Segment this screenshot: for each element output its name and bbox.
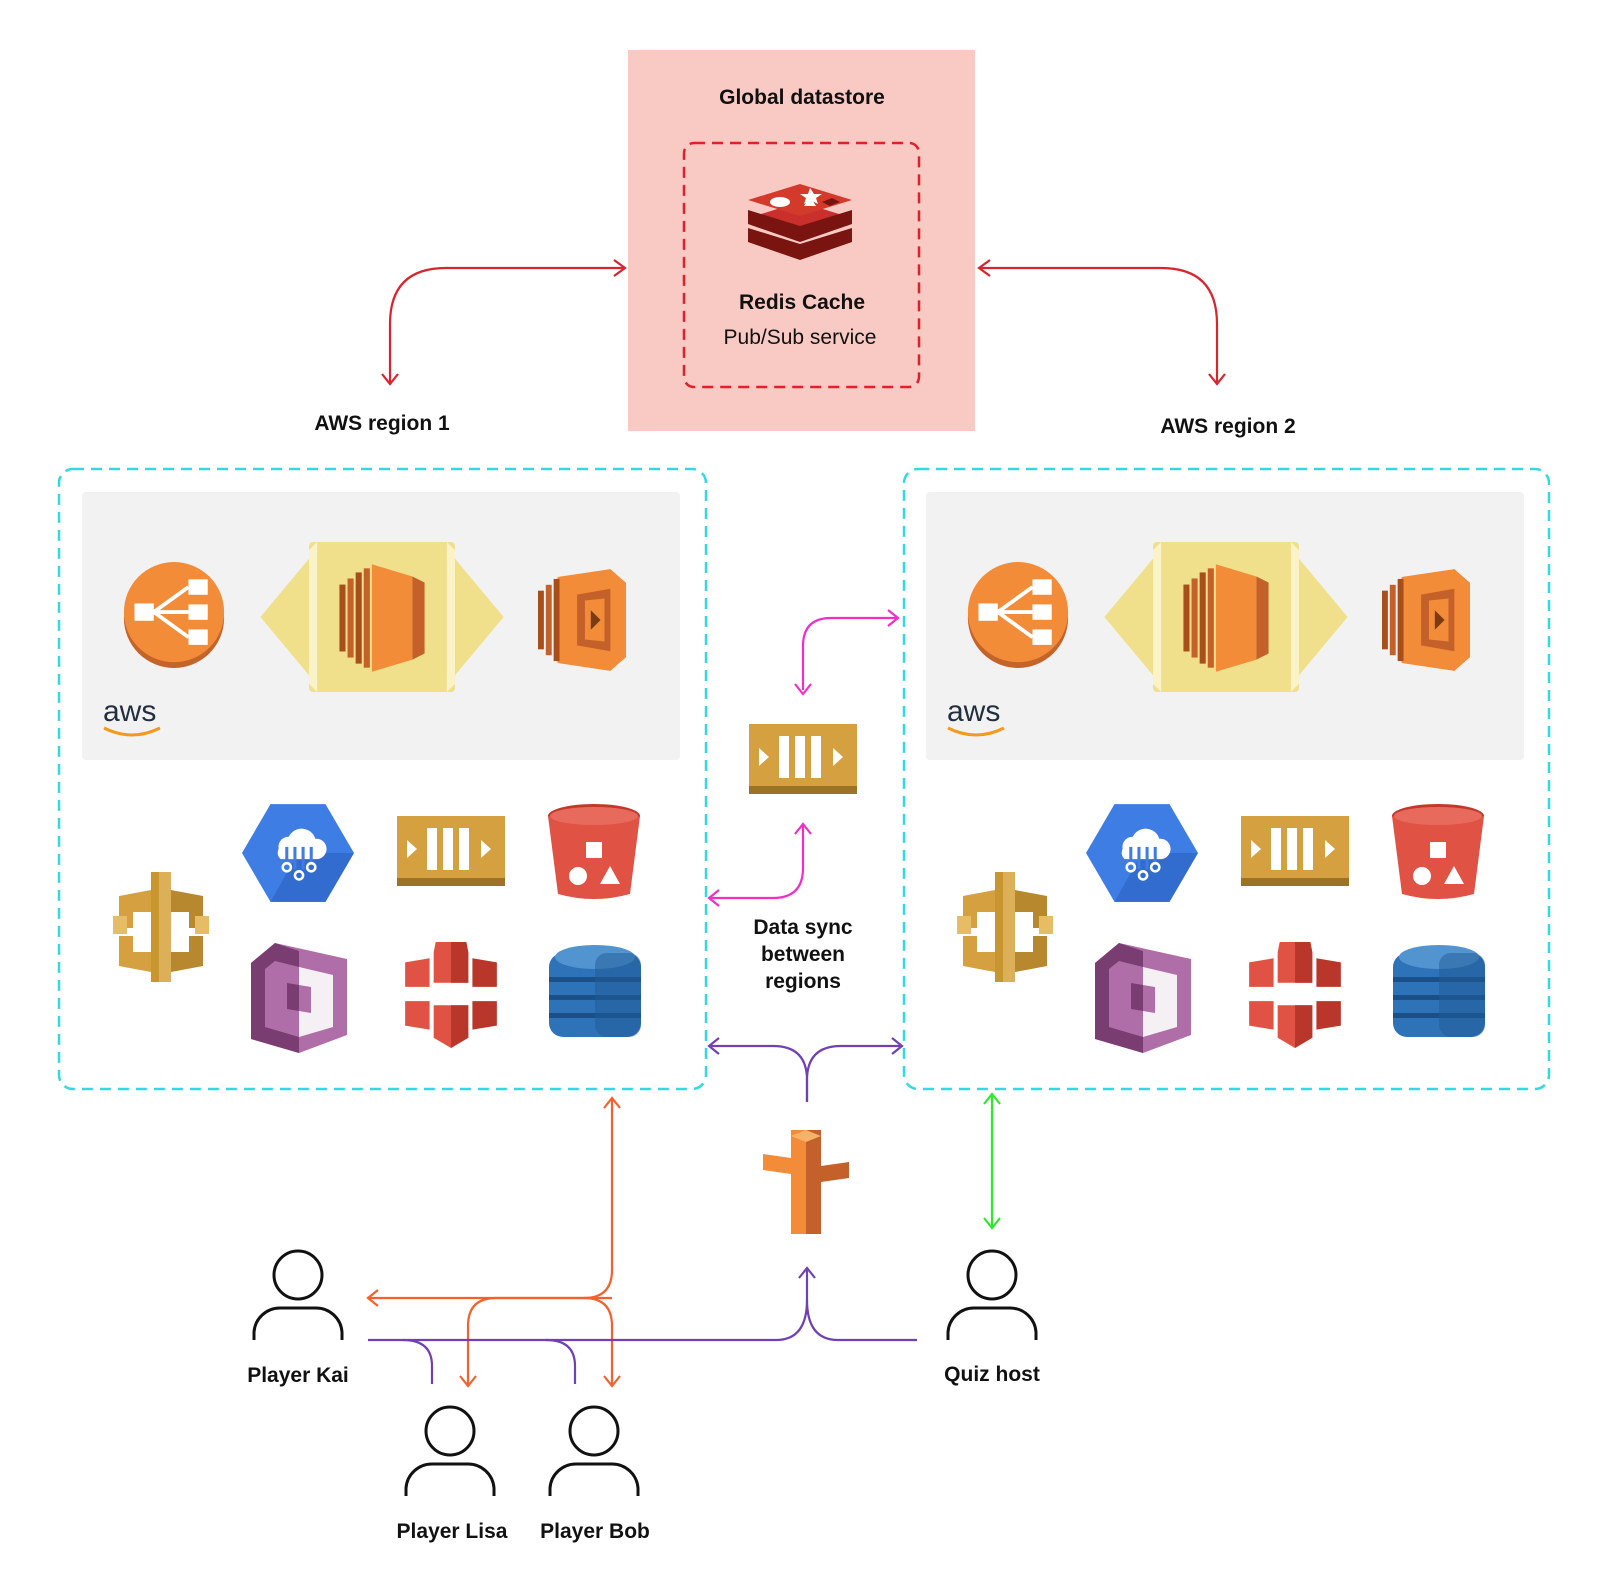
player-kai-label: Player Kai	[247, 1364, 349, 1387]
data-sync-arrows	[707, 609, 900, 907]
cognito-icon	[1095, 943, 1191, 1053]
elasticache-icon	[405, 942, 497, 1048]
routing-arrows	[707, 1037, 904, 1102]
dynamodb-icon	[549, 945, 641, 1037]
region-1-label: AWS region 1	[314, 412, 450, 435]
quiz-host-label: Quiz host	[944, 1363, 1040, 1386]
redis-cache-label: Redis Cache	[739, 291, 865, 314]
aws-smile	[103, 726, 161, 737]
s3-bucket-icon	[548, 804, 640, 899]
player-arrows	[366, 1096, 621, 1388]
load-balancer-icon	[965, 562, 1071, 668]
redis-cache-box	[682, 141, 921, 389]
cognito-icon	[251, 943, 347, 1053]
dynamodb-icon	[1393, 945, 1485, 1037]
region-1-border	[57, 467, 708, 1091]
player-lisa-avatar	[404, 1405, 496, 1498]
player-lisa-label: Player Lisa	[397, 1520, 508, 1543]
route53-icon	[763, 1130, 849, 1234]
aws-logo: aws	[103, 695, 156, 728]
aws-smile	[947, 726, 1005, 737]
sqs-queue-icon	[1241, 816, 1349, 886]
aws-region-2: aws	[902, 467, 1551, 1091]
elasticache-icon	[1249, 942, 1341, 1048]
host-arrow	[983, 1092, 1001, 1230]
player-bob-label: Player Bob	[540, 1520, 650, 1543]
quiz-host-avatar	[946, 1249, 1038, 1342]
api-gateway-icon	[113, 872, 209, 982]
sync-label-line-3: regions	[765, 970, 841, 993]
iot-core-icon	[242, 804, 354, 902]
global-datastore-title: Global datastore	[719, 86, 885, 109]
aws-region-1: aws	[57, 467, 708, 1091]
load-balancer-icon	[121, 562, 227, 668]
sqs-queue-icon	[749, 724, 857, 794]
sync-label-line-1: Data sync	[753, 916, 853, 939]
sync-label-line-2: between	[761, 943, 845, 966]
s3-bucket-icon	[1392, 804, 1484, 899]
redis-connection-arrows	[381, 259, 1226, 386]
region-2-border	[902, 467, 1551, 1091]
user-dns-arrows	[368, 1266, 917, 1384]
api-gateway-icon	[957, 872, 1053, 982]
player-bob-avatar	[548, 1405, 640, 1498]
sqs-queue-icon	[397, 816, 505, 886]
pubsub-service-label: Pub/Sub service	[724, 326, 877, 349]
aws-logo: aws	[947, 695, 1000, 728]
player-kai-avatar	[252, 1249, 344, 1342]
region-2-label: AWS region 2	[1160, 415, 1295, 438]
iot-core-icon	[1086, 804, 1198, 902]
